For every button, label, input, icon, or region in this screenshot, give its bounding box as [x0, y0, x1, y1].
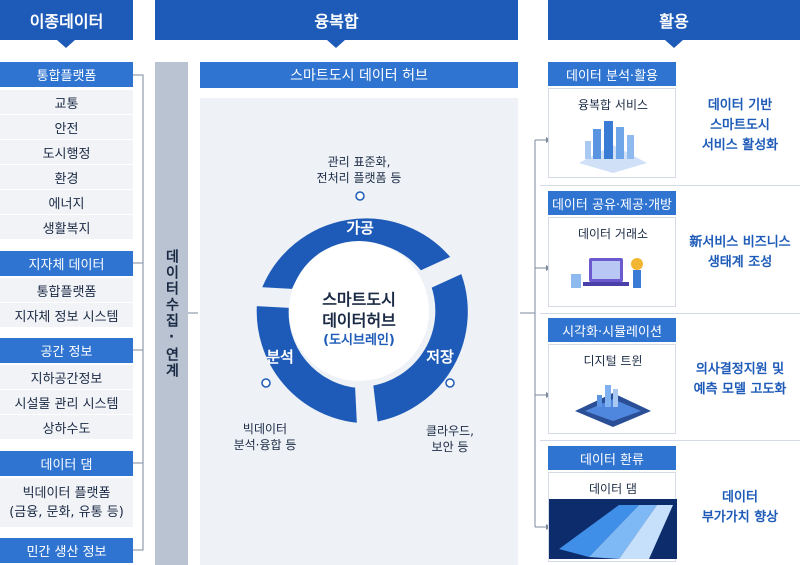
group-title-data-dam: 데이터 댐 — [0, 451, 133, 476]
hub-center-line1: 스마트도시 — [322, 290, 396, 309]
source-item: 교통 — [0, 90, 133, 115]
hub-header: 스마트도시 데이터 허브 — [200, 62, 518, 88]
source-item-line: 빅데이터 플랫폼 — [22, 485, 111, 501]
service-desc-line: 예측 모델 고도화 — [693, 382, 787, 397]
source-item: 생활복지 — [0, 215, 133, 240]
service-desc-exchange: 新서비스 비즈니스 생태계 조성 — [680, 233, 800, 273]
divider — [540, 185, 800, 186]
node-dot-top — [355, 191, 365, 201]
segment-label-process: 가공 — [346, 219, 374, 237]
service-card-data-dam: 데이터 댐 — [548, 472, 677, 562]
note-process-line2: 전처리 플랫폼 등 — [317, 171, 402, 185]
group-title-spatial-info: 공간 정보 — [0, 338, 133, 363]
note-analyze-line2: 분석·융합 등 — [234, 438, 297, 452]
data-exchange-illustration — [571, 258, 643, 288]
service-desc-data-dam: 데이터 부가가치 향상 — [680, 488, 800, 528]
hub-header-label: 스마트도시 데이터 허브 — [290, 68, 428, 84]
group-title-local-government: 지자체 데이터 — [0, 251, 133, 276]
service-card-convergence: 융복합 서비스 — [548, 88, 676, 178]
source-item: 안전 — [0, 115, 133, 140]
source-item-bigdata: 빅데이터 플랫폼 (금융, 문화, 유통 등) — [0, 478, 133, 528]
segment-label-store: 저장 — [426, 348, 454, 366]
hub-cycle-diagram: 관리 표준화, 전처리 플랫폼 등 가공 저장 분석 스마트도시 데이터허브 (… — [234, 155, 474, 454]
data-collection-bar: 데이터수집·연계 — [155, 62, 188, 565]
hub-center-sub: (도시브레인) — [323, 332, 395, 348]
service-card-digital-twin: 디지털 트윈 — [548, 344, 676, 434]
note-analyze-line1: 빅데이터 — [243, 422, 287, 436]
header-center-notch — [327, 40, 345, 48]
service-desc-line: 생태계 조성 — [707, 255, 773, 270]
hub-center-circle — [289, 241, 429, 381]
header-left-notch — [57, 40, 75, 48]
note-process-line1: 관리 표준화, — [328, 155, 391, 169]
service-label: 데이터 거래소 — [577, 227, 649, 241]
source-item: 환경 — [0, 165, 133, 190]
data-collection-label: 데이터수집·연계 — [163, 248, 180, 379]
source-item: 통합플랫폼 — [0, 278, 133, 303]
source-item: 상하수도 — [0, 415, 133, 440]
service-label: 융복합 서비스 — [577, 98, 649, 112]
hub-center-line2: 데이터허브 — [322, 311, 396, 330]
source-item: 도시행정 — [0, 140, 133, 165]
service-card-exchange: 데이터 거래소 — [548, 217, 676, 307]
segment-label-analyze: 분석 — [266, 348, 294, 366]
service-desc-line: 스마트도시 — [710, 118, 770, 133]
note-store-line1: 클라우드, — [426, 424, 474, 438]
header-left-label: 이종데이터 — [29, 12, 104, 31]
group-title-integrated-platform: 통합플랫폼 — [0, 62, 133, 87]
service-category-visualization: 시각화·시뮬레이션 — [548, 318, 676, 342]
service-category-analysis: 데이터 분석·활용 — [548, 62, 676, 86]
group-title-private-info: 민간 생산 정보 — [0, 538, 133, 563]
service-label: 디지털 트윈 — [583, 354, 643, 368]
divider — [540, 313, 800, 314]
header-center-label: 융복합 — [314, 12, 359, 31]
node-dot-right — [445, 378, 455, 388]
data-dam-illustration — [549, 499, 677, 559]
header-heterogeneous-data: 이종데이터 — [0, 0, 133, 40]
source-item: 지하공간정보 — [0, 365, 133, 390]
source-item: 에너지 — [0, 190, 133, 215]
service-desc-line: 데이터 — [722, 490, 758, 505]
header-utilization: 활용 — [548, 0, 800, 40]
node-dot-left — [261, 378, 271, 388]
digital-twin-illustration — [575, 385, 651, 427]
header-convergence: 융복합 — [155, 0, 518, 40]
header-right-notch — [665, 40, 683, 48]
source-item-line: (금융, 문화, 유통 등) — [9, 504, 124, 520]
service-desc-convergence: 데이터 기반 스마트도시 서비스 활성화 — [680, 96, 800, 156]
note-store-line2: 보안 등 — [432, 440, 469, 454]
source-item: 시설물 관리 시스템 — [0, 390, 133, 415]
service-desc-line: 부가가치 향상 — [701, 510, 779, 525]
segment-store — [366, 265, 474, 429]
service-desc-line: 데이터 기반 — [707, 98, 773, 113]
segment-analyze — [250, 299, 364, 430]
header-right-label: 활용 — [659, 12, 689, 31]
service-label: 데이터 댐 — [589, 482, 637, 496]
service-category-sharing: 데이터 공유·제공·개방 — [548, 191, 676, 215]
service-desc-line: 서비스 활성화 — [701, 138, 779, 153]
service-desc-line: 新서비스 비즈니스 — [689, 235, 791, 250]
divider — [540, 440, 800, 441]
source-item: 지자체 정보 시스템 — [0, 303, 133, 328]
service-desc-digital-twin: 의사결정지원 및 예측 모델 고도화 — [680, 360, 800, 400]
service-desc-line: 의사결정지원 및 — [695, 362, 785, 377]
smart-city-illustration — [579, 121, 647, 173]
service-category-feedback: 데이터 환류 — [548, 446, 676, 470]
